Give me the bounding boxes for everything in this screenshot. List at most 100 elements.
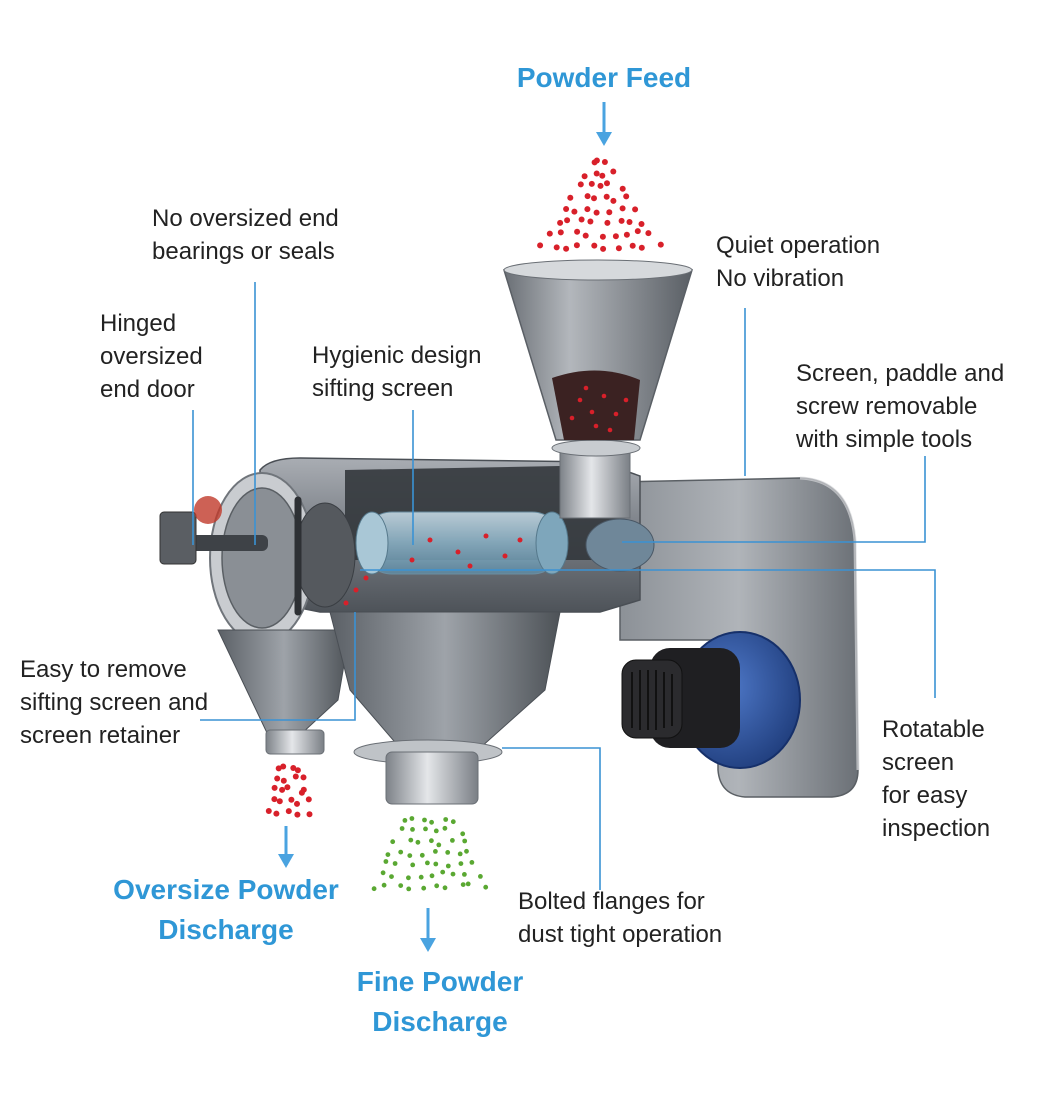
callout-line: Bolted flanges for — [518, 888, 705, 915]
powder-feed-label: Powder Feed — [516, 62, 692, 93]
callout-bolted-flanges: Bolted flanges for dust tight operation — [518, 885, 722, 951]
callout-line: Easy to remove — [20, 656, 187, 683]
particle — [285, 808, 292, 815]
callout-line: oversized — [100, 343, 203, 370]
particle — [406, 875, 411, 881]
particle — [407, 853, 413, 858]
particle — [464, 848, 469, 854]
particle — [604, 180, 610, 187]
particle — [638, 221, 645, 227]
particle — [610, 168, 617, 175]
particle — [383, 859, 389, 864]
particle — [275, 765, 282, 772]
particle — [380, 870, 386, 876]
leader-easy-remove — [200, 612, 356, 721]
particle — [557, 229, 564, 236]
particle — [546, 230, 553, 237]
callout-line: screen retainer — [20, 722, 181, 749]
particle — [450, 838, 455, 843]
particle — [433, 861, 439, 867]
particle — [615, 245, 622, 252]
particle — [406, 886, 412, 892]
leader-flanges — [502, 747, 601, 890]
oversize-arrow — [278, 826, 294, 868]
fine-hopper — [329, 611, 561, 805]
particle — [564, 217, 571, 224]
fine-particles — [371, 816, 489, 892]
particle — [606, 209, 613, 216]
callout-line: dust tight operation — [518, 921, 723, 948]
feed-arrow — [596, 102, 612, 146]
particle — [434, 883, 440, 889]
particle — [574, 228, 581, 235]
particle — [371, 886, 377, 892]
particle — [591, 195, 597, 202]
particle — [450, 871, 456, 877]
fine-discharge-line-1: Fine Powder — [356, 966, 524, 997]
fine-discharge-line-2: Discharge — [372, 1006, 508, 1037]
particle — [398, 849, 404, 855]
oversize-discharge-line-2: Discharge — [158, 914, 294, 945]
particle — [601, 159, 608, 165]
particle — [563, 245, 570, 252]
particle — [460, 831, 466, 837]
particle — [597, 182, 604, 189]
particle — [306, 811, 313, 818]
particle — [273, 810, 280, 817]
particle — [593, 209, 600, 216]
callout-line: screw removable — [796, 393, 978, 420]
particle — [584, 206, 591, 213]
particle — [419, 852, 425, 858]
particle — [429, 838, 434, 844]
particle — [402, 818, 408, 823]
particle — [436, 842, 442, 848]
particle — [408, 837, 414, 843]
particle — [632, 206, 639, 213]
particle — [409, 816, 415, 821]
callout-line: No vibration — [716, 265, 845, 292]
oversize-discharge-line-1: Oversize Powder — [113, 874, 339, 905]
particle — [271, 796, 278, 803]
particle — [577, 181, 584, 188]
feed-particles — [537, 157, 664, 252]
particle — [265, 808, 272, 814]
particle — [618, 217, 625, 224]
particle — [292, 773, 299, 780]
particle — [418, 874, 424, 880]
particle — [399, 826, 405, 831]
particle — [271, 784, 278, 791]
callout-line: bearings or seals — [152, 238, 335, 265]
particle — [582, 232, 589, 239]
callout-line: inspection — [882, 815, 991, 842]
particle — [458, 861, 464, 866]
particle — [294, 811, 301, 818]
particle — [390, 839, 396, 845]
callout-line: sifting screen — [312, 375, 454, 402]
particle — [573, 242, 580, 249]
particle — [288, 796, 295, 803]
particle — [290, 765, 297, 771]
callout-line: for easy — [882, 782, 968, 809]
particle — [429, 873, 435, 879]
particle — [423, 826, 428, 832]
particle — [294, 800, 300, 807]
particle — [623, 193, 630, 200]
particle — [537, 242, 544, 249]
callout-line: Quiet operation — [716, 232, 881, 259]
particle — [440, 869, 446, 875]
callout-rotatable-screen: Rotatable screen for easy inspection — [882, 713, 990, 845]
particle — [381, 882, 387, 888]
callout-line: Screen, paddle and — [796, 360, 1005, 387]
callout-easy-remove: Easy to remove sifting screen and screen… — [20, 653, 208, 752]
particle — [623, 231, 630, 238]
particle — [567, 194, 574, 201]
particle — [478, 874, 483, 879]
particle — [645, 230, 652, 237]
particle — [450, 819, 456, 825]
callout-line: with simple tools — [796, 426, 973, 453]
callout-end-door: Hinged oversized end door — [100, 307, 203, 406]
particle — [599, 172, 606, 179]
particle — [279, 786, 286, 793]
particle — [276, 798, 283, 805]
particle — [389, 874, 394, 879]
